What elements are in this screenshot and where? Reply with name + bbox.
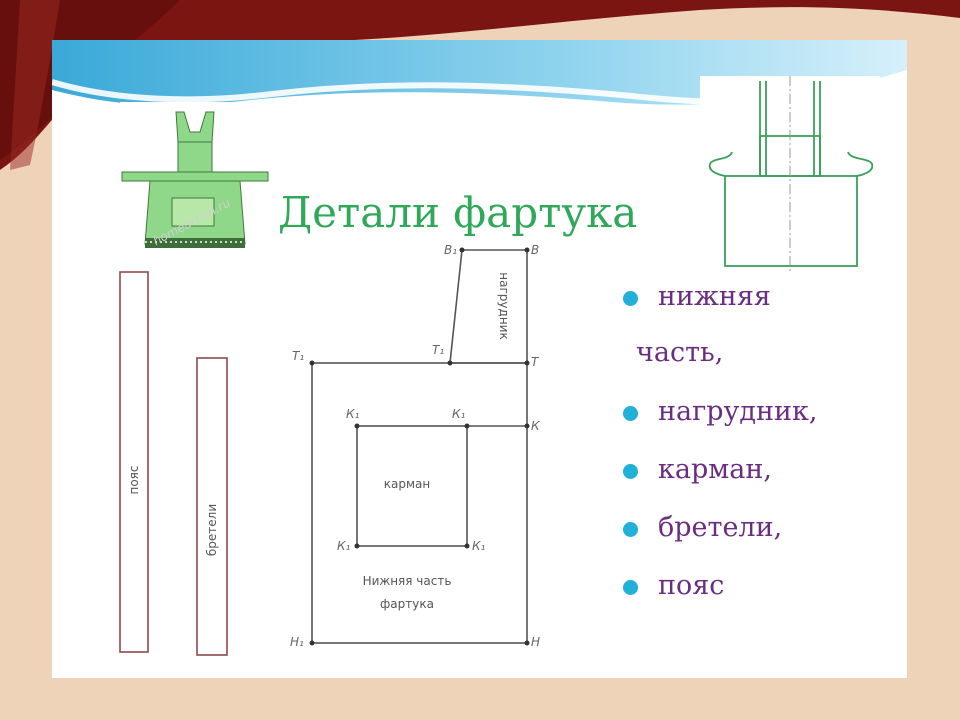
list-item: пояс xyxy=(618,569,817,627)
list-item-text: пояс xyxy=(658,570,725,601)
slide-canvas: homeart-ivi.ru Детали фартука пояс брете… xyxy=(52,40,907,678)
slide-title: Детали фартука xyxy=(278,188,638,237)
point-K-bottom-left: К₁ xyxy=(337,539,351,553)
point-T-right: Т xyxy=(531,355,540,369)
bib-label: нагрудник xyxy=(497,272,511,339)
bullet-dot-icon xyxy=(623,291,638,306)
bullet-dot-icon xyxy=(623,580,638,595)
belt-strip xyxy=(119,271,149,653)
list-item: бретели, xyxy=(618,511,817,569)
point-T-mid: Т₁ xyxy=(432,343,444,357)
parts-list: нижняя часть, нагрудник, карман, бретели… xyxy=(618,280,817,627)
bullet-dot-icon xyxy=(623,522,638,537)
point-K-right: К xyxy=(531,419,540,433)
apron-illustration: homeart-ivi.ru xyxy=(120,102,270,272)
bib-outline xyxy=(449,249,528,364)
list-item-text: нагрудник, xyxy=(658,396,818,427)
pocket-label: карман xyxy=(384,477,430,491)
list-item: нагрудник, xyxy=(618,395,817,453)
pocket-outline xyxy=(356,425,468,547)
list-item-text: нижняя xyxy=(658,281,771,312)
strap-strip xyxy=(196,357,228,656)
list-item-text-continued: часть, xyxy=(636,337,724,368)
list-item-text: карман, xyxy=(658,454,772,485)
point-T-left: Т₁ xyxy=(292,349,304,363)
point-K-top-right: К₁ xyxy=(452,407,466,421)
point-H-right: Н xyxy=(531,635,540,649)
point-K-bottom-right: К₁ xyxy=(472,539,486,553)
list-item-text: бретели, xyxy=(658,512,783,543)
point-H-left: Н₁ xyxy=(290,635,304,649)
bottom-label-line2: фартука xyxy=(380,597,434,611)
bullet-dot-icon xyxy=(623,464,638,479)
belt-label: пояс xyxy=(127,465,141,494)
apron-pattern-drawing: пояс бретели нагрудник карман Нижняя час… xyxy=(119,243,540,656)
point-B1: В₁ xyxy=(444,243,457,257)
list-item: нижняя часть, xyxy=(618,280,817,395)
bottom-label-line1: Нижняя часть xyxy=(363,574,452,588)
list-item: карман, xyxy=(618,453,817,511)
bullet-dot-icon xyxy=(623,406,638,421)
straps-label: бретели xyxy=(205,504,219,556)
point-K-top-left: К₁ xyxy=(346,407,360,421)
point-B: В xyxy=(531,243,539,257)
apron-outline-drawing xyxy=(700,76,880,276)
bottom-part-outline xyxy=(311,362,528,644)
